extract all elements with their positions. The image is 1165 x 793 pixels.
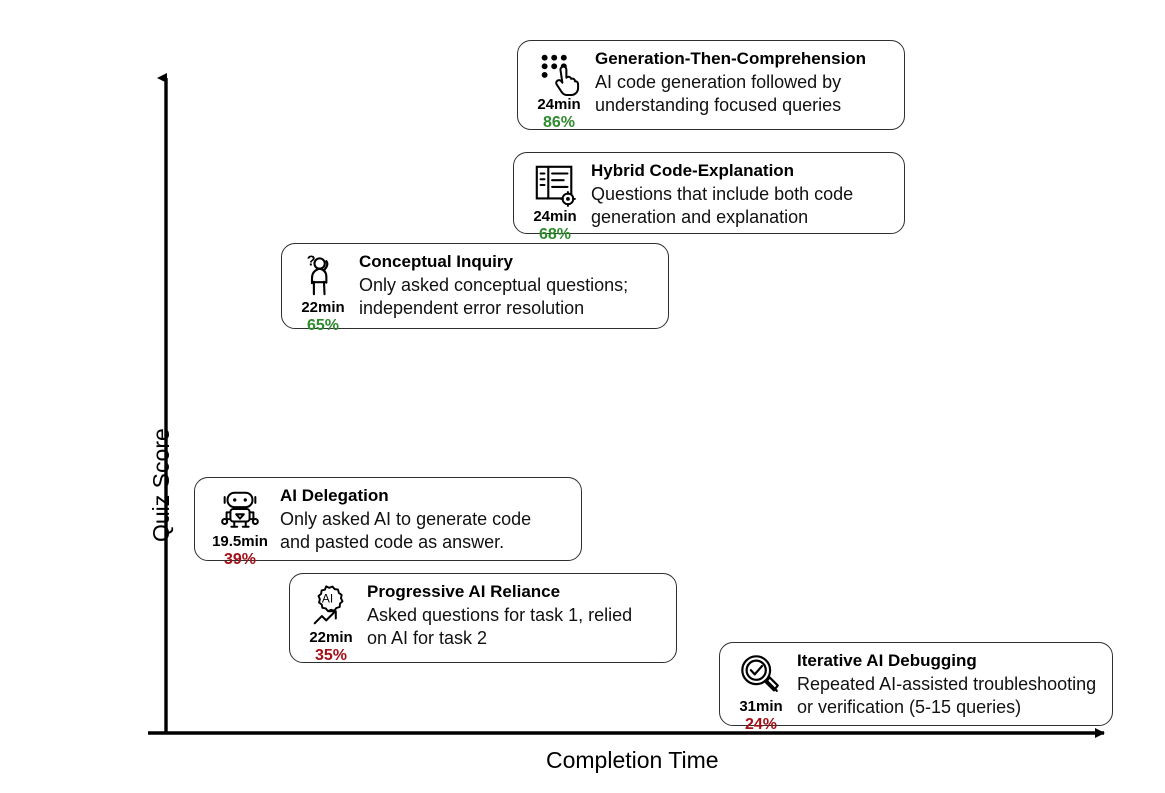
card-title: Hybrid Code-Explanation: [591, 161, 795, 180]
card-title: AI Delegation: [280, 486, 389, 505]
card-score: 24%: [744, 715, 778, 733]
card-metrics-column: 24min 68%: [523, 160, 587, 243]
strategy-card-generation-then-comprehension[interactable]: 24min 86% Generation-Then-Comprehension …: [517, 40, 905, 131]
card-time: 31min: [739, 698, 783, 715]
strategy-card-ai-delegation[interactable]: 19.5min 39% AI Delegation Only asked AI …: [194, 477, 582, 568]
thinking-person-icon: ?: [307, 253, 329, 296]
svg-text:AI: AI: [322, 592, 333, 606]
card-description: Questions that include both code generat…: [591, 183, 892, 229]
strategy-card-iterative-ai-debugging[interactable]: 31min 24% Iterative AI Debugging Repeate…: [719, 642, 1113, 733]
robot-icon: [221, 491, 259, 528]
card-metrics-column: ? 22min 65%: [291, 251, 355, 334]
card-metrics-column: 24min 86%: [527, 48, 591, 131]
card-title: Iterative AI Debugging: [797, 651, 977, 670]
card-metrics-column: 19.5min 39%: [204, 485, 276, 568]
card-description-line: or verification (5-15 queries): [797, 696, 1022, 717]
card-score: 68%: [538, 225, 572, 243]
card-description-line: Repeated AI-assisted troubleshooting: [797, 673, 1097, 694]
x-axis-label: Completion Time: [546, 747, 719, 773]
strategy-card-conceptual-inquiry[interactable]: ? 22min 65% Conceptual Inquiry Only aske…: [281, 243, 669, 334]
card-description: Repeated AI-assisted troubleshooting or …: [797, 673, 1100, 719]
card-metrics-column: AI 22min 35%: [299, 581, 363, 664]
document-gear-icon: [535, 165, 576, 207]
card-description: Only asked conceptual questions; indepen…: [359, 274, 656, 320]
card-description-line: on AI for task 2: [367, 627, 488, 648]
card-description-line: and pasted code as answer.: [280, 531, 505, 552]
card-score: 86%: [542, 113, 576, 131]
card-time: 24min: [537, 96, 581, 113]
strategy-card-progressive-ai-reliance[interactable]: AI 22min 35% Progressive AI Reliance Ask…: [289, 573, 677, 664]
ai-gear-arrow-icon: AI: [313, 585, 344, 625]
card-title: Conceptual Inquiry: [359, 252, 513, 271]
card-description-line: Questions that include both code: [591, 183, 854, 204]
dots-pointer-icon: [541, 54, 580, 96]
card-time: 22min: [301, 299, 345, 316]
card-description-line: understanding focused queries: [595, 94, 842, 115]
card-description-line: Asked questions for task 1, relied: [367, 604, 633, 625]
card-description-line: Only asked AI to generate code: [280, 508, 532, 529]
card-score: 65%: [306, 316, 340, 334]
card-description-line: Only asked conceptual questions;: [359, 274, 629, 295]
card-metrics-column: 31min 24%: [729, 650, 793, 733]
card-description-line: AI code generation followed by: [595, 71, 842, 92]
y-axis-label: Quiz Score: [148, 428, 174, 542]
card-time: 24min: [533, 208, 577, 225]
card-description: AI code generation followed by understan…: [595, 71, 892, 117]
svg-text:?: ?: [307, 253, 316, 269]
card-title: Progressive AI Reliance: [367, 582, 561, 601]
card-description: Only asked AI to generate code and paste…: [280, 508, 569, 554]
card-description-line: generation and explanation: [591, 206, 809, 227]
card-score: 35%: [314, 646, 348, 664]
card-score: 39%: [223, 550, 257, 568]
magnifier-check-icon: [741, 655, 779, 692]
card-description-line: independent error resolution: [359, 297, 585, 318]
card-description: Asked questions for task 1, relied on AI…: [367, 604, 664, 650]
strategy-card-hybrid-code-explanation[interactable]: 24min 68% Hybrid Code-Explanation Questi…: [513, 152, 905, 243]
card-time: 19.5min: [212, 533, 268, 550]
card-title: Generation-Then-Comprehension: [595, 49, 867, 68]
card-time: 22min: [309, 629, 353, 646]
